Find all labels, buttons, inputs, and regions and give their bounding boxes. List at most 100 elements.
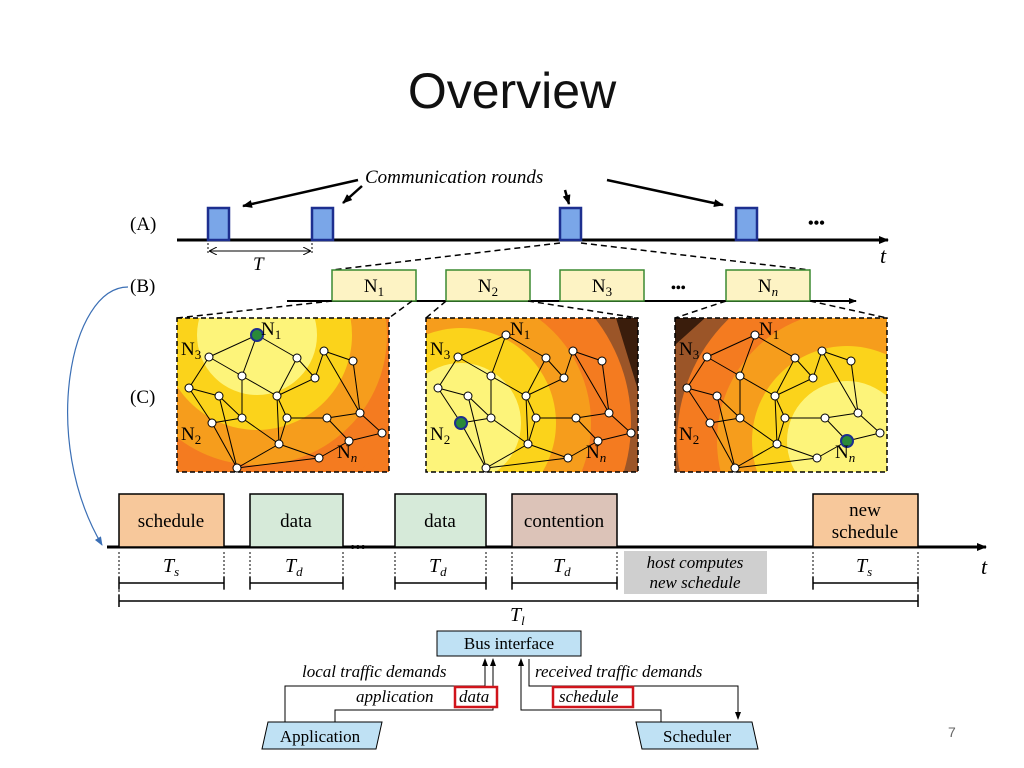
network-node (322, 413, 332, 423)
network-node (184, 383, 194, 393)
network-edge (575, 412, 610, 419)
arrow-round-1 (242, 178, 359, 208)
network-node (563, 453, 573, 463)
network-node (750, 330, 760, 340)
duration-td-1-label: Td (285, 555, 303, 579)
network-node (310, 373, 320, 383)
zoom-line-b-3 (425, 300, 447, 319)
heat-ring-4 (787, 381, 887, 472)
network-edge (236, 443, 280, 469)
network-edge (734, 457, 818, 469)
network-edge (776, 417, 786, 445)
network-edge (323, 350, 361, 414)
network-edge (774, 377, 814, 397)
slot-label: N3 (592, 276, 612, 299)
network-node (272, 391, 282, 401)
zoom-line-b-6 (809, 300, 888, 319)
network-edge (754, 334, 796, 359)
network-node (790, 353, 800, 363)
network-edge (709, 422, 736, 469)
network-node (593, 436, 603, 446)
network-edge (318, 440, 350, 459)
round-total-label: Tl (510, 604, 525, 628)
network-edge (709, 417, 741, 424)
slot-box (559, 269, 645, 302)
network-node (523, 439, 533, 449)
network-edge (218, 395, 238, 469)
network-edge (563, 350, 574, 379)
phase-schedule (118, 493, 225, 548)
comm-round-4 (734, 206, 759, 242)
network-node (705, 418, 715, 428)
phase-data-2 (394, 493, 487, 548)
duration-round-total: Tl (118, 590, 919, 628)
network-edge (241, 375, 278, 397)
duration-td-1: Td (249, 552, 344, 590)
network-edge (490, 334, 507, 377)
schedule-word: schedule (559, 687, 619, 706)
network-edge (208, 334, 258, 358)
network-edge (256, 334, 298, 359)
timeline-a: (A) t ••• Communication rounds T (130, 167, 889, 275)
network-edge (734, 443, 778, 469)
network-node (853, 408, 863, 418)
node-label-corner: Nn (835, 442, 855, 465)
network-edge (739, 417, 778, 445)
data-highlight-box (453, 685, 499, 709)
network-edge (716, 395, 741, 419)
zoom-line-b-2 (388, 300, 413, 319)
received-traffic-label: received traffic demands (535, 662, 703, 681)
duration-td-2-label: Td (429, 555, 447, 579)
phase-schedule-label: schedule (138, 511, 204, 532)
duration-td-3-label: Td (553, 555, 571, 579)
timeline-b-ellipsis: ••• (671, 281, 686, 296)
zoom-line-b-1 (176, 300, 333, 319)
slot-1: N1 (331, 269, 417, 302)
phase-data-2-label: data (424, 511, 456, 532)
network-edge (485, 443, 529, 469)
node-label-top: N1 (759, 319, 779, 342)
node-label-top: N1 (510, 319, 530, 342)
network-node (355, 408, 365, 418)
application-data-word: data (459, 687, 489, 706)
phase-durations: Ts Td Td (118, 552, 919, 628)
network-node (521, 391, 531, 401)
network-node (626, 428, 636, 438)
network-node (772, 439, 782, 449)
heat-ring-4 (197, 318, 317, 395)
network-edge (567, 440, 599, 459)
label-b: (B) (130, 276, 155, 297)
bus-interface-box (436, 630, 582, 657)
network-edge (608, 412, 632, 434)
network-node (597, 356, 607, 366)
slot-box (445, 269, 531, 302)
local-traffic-label: local traffic demands (302, 662, 447, 681)
network-edge (774, 357, 796, 397)
network-node (735, 413, 745, 423)
slot-4: Nn (725, 269, 811, 302)
network-node (486, 371, 496, 381)
application-data-bg (352, 687, 454, 707)
network-edge (597, 432, 632, 442)
duration-td-3: Td (511, 552, 618, 590)
network-node (812, 453, 822, 463)
comm-round-2 (310, 206, 335, 242)
network-edge (326, 417, 350, 442)
network-edge (437, 356, 459, 389)
round-detail: t schedule data ••• data contention host… (67, 286, 988, 628)
network-node (604, 408, 614, 418)
network-edge (812, 350, 823, 379)
network-edge (348, 432, 383, 442)
schedule-arrow (518, 658, 662, 722)
network-edge (276, 395, 280, 445)
network-node (207, 418, 217, 428)
phase-contention (511, 493, 618, 548)
network-edge (241, 334, 258, 377)
panel-frame (176, 317, 390, 473)
network-edge (352, 360, 361, 414)
network-edge (460, 422, 487, 469)
